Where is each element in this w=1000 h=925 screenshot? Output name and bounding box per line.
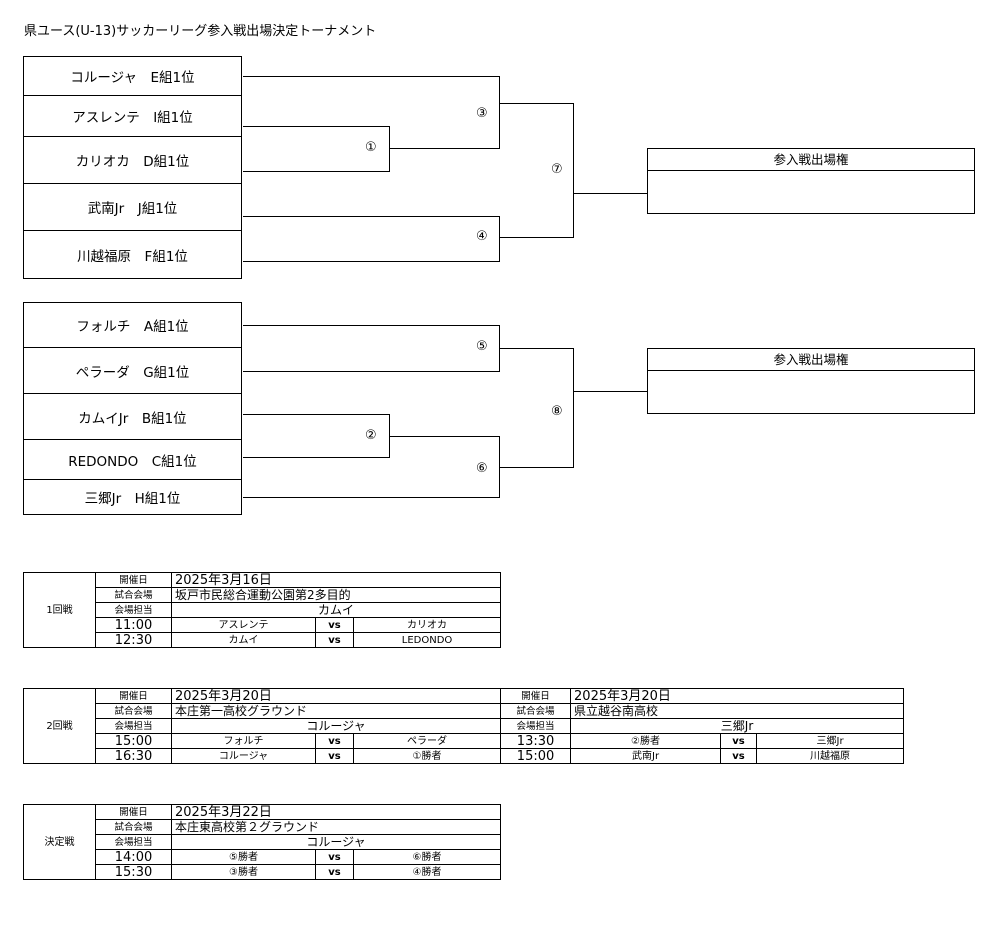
vs-label: vs bbox=[315, 864, 354, 880]
table-row: 14:00 ⑤勝者 vs ⑥勝者 bbox=[24, 849, 502, 865]
vs-label: vs bbox=[315, 733, 354, 749]
team-slot: 三郷Jr H組1位 bbox=[23, 480, 242, 515]
venue: 本庄第一高校グラウンド bbox=[170, 703, 502, 719]
vs-label: vs bbox=[720, 733, 758, 749]
match-number: ⑥ bbox=[476, 461, 488, 476]
page-title: 県ユース(U-13)サッカーリーグ参入戦出場決定トーナメント bbox=[24, 24, 377, 39]
home-team: カムイ bbox=[171, 632, 316, 648]
match-number: ⑤ bbox=[476, 339, 488, 354]
qualifier-slot: 参入戦出場権 bbox=[647, 148, 975, 214]
venue: 坂戸市民総合運動公園第2多目的 bbox=[170, 587, 502, 603]
vs-label: vs bbox=[315, 849, 354, 865]
qualifier-slot: 参入戦出場権 bbox=[647, 348, 975, 414]
match-date: 2025年3月22日 bbox=[170, 804, 502, 820]
round-label: 2回戦 bbox=[23, 688, 96, 764]
label-venue: 試合会場 bbox=[95, 819, 172, 835]
schedule-final: 決定戦 開催日 2025年3月22日 試合会場 本庄東高校第２グラウンド 会場担… bbox=[23, 804, 502, 880]
table-row: 12:30 カムイ vs LEDONDO bbox=[24, 632, 502, 648]
kickoff-time: 15:00 bbox=[500, 748, 572, 764]
match-number: ② bbox=[365, 428, 377, 443]
label-manager: 会場担当 bbox=[95, 602, 172, 618]
label-venue: 試合会場 bbox=[500, 703, 572, 719]
table-row: 16:30 コルージャ vs ①勝者 15:00 武南Jr vs 川越福原 bbox=[24, 748, 905, 764]
team-slot: カムイJr B組1位 bbox=[23, 394, 242, 440]
kickoff-time: 12:30 bbox=[95, 632, 172, 648]
vs-label: vs bbox=[315, 617, 354, 633]
match-number: ③ bbox=[476, 106, 488, 121]
match-date: 2025年3月16日 bbox=[170, 572, 502, 588]
label-date: 開催日 bbox=[95, 804, 172, 820]
label-manager: 会場担当 bbox=[95, 834, 172, 850]
venue-manager: カムイ bbox=[170, 602, 502, 618]
venue: 本庄東高校第２グラウンド bbox=[170, 819, 502, 835]
table-row: 15:00 フォルチ vs ペラーダ 13:30 ②勝者 vs 三郷Jr bbox=[24, 733, 905, 749]
away-team: ペラーダ bbox=[352, 733, 502, 749]
home-team: ⑤勝者 bbox=[171, 849, 316, 865]
kickoff-time: 13:30 bbox=[500, 733, 572, 749]
home-team: アスレンテ bbox=[171, 617, 316, 633]
team-slot: コルージャ E組1位 bbox=[23, 56, 242, 96]
team-slot: 武南Jr J組1位 bbox=[23, 184, 242, 231]
match-number: ① bbox=[365, 140, 377, 155]
qualifier-header: 参入戦出場権 bbox=[648, 349, 974, 371]
venue: 県立越谷南高校 bbox=[570, 703, 905, 719]
table-row: 15:30 ③勝者 vs ④勝者 bbox=[24, 864, 502, 880]
away-team: ⑥勝者 bbox=[352, 849, 502, 865]
match-date: 2025年3月20日 bbox=[570, 688, 905, 704]
vs-label: vs bbox=[720, 748, 758, 764]
away-team: ①勝者 bbox=[352, 748, 502, 764]
schedule-round1: 1回戦 開催日 2025年3月16日 試合会場 坂戸市民総合運動公園第2多目的 … bbox=[23, 572, 502, 648]
label-date: 開催日 bbox=[95, 688, 172, 704]
away-team: カリオカ bbox=[352, 617, 502, 633]
round-label: 1回戦 bbox=[23, 572, 96, 648]
away-team: LEDONDO bbox=[352, 632, 502, 648]
label-venue: 試合会場 bbox=[95, 587, 172, 603]
label-date: 開催日 bbox=[95, 572, 172, 588]
vs-label: vs bbox=[315, 748, 354, 764]
team-slot: 川越福原 F組1位 bbox=[23, 231, 242, 279]
match-date: 2025年3月20日 bbox=[170, 688, 502, 704]
kickoff-time: 15:30 bbox=[95, 864, 172, 880]
home-team: コルージャ bbox=[171, 748, 316, 764]
home-team: 武南Jr bbox=[570, 748, 722, 764]
team-slot: アスレンテ I組1位 bbox=[23, 96, 242, 137]
team-slot: REDONDO C組1位 bbox=[23, 440, 242, 480]
label-date: 開催日 bbox=[500, 688, 572, 704]
kickoff-time: 14:00 bbox=[95, 849, 172, 865]
away-team: ④勝者 bbox=[352, 864, 502, 880]
venue-manager: 三郷Jr bbox=[570, 718, 905, 734]
home-team: ②勝者 bbox=[570, 733, 722, 749]
home-team: ③勝者 bbox=[171, 864, 316, 880]
match-number: ⑦ bbox=[551, 162, 563, 177]
away-team: 川越福原 bbox=[756, 748, 905, 764]
venue-manager: コルージャ bbox=[170, 834, 502, 850]
away-team: 三郷Jr bbox=[756, 733, 905, 749]
match-number: ④ bbox=[476, 229, 488, 244]
kickoff-time: 16:30 bbox=[95, 748, 172, 764]
qualifier-header: 参入戦出場権 bbox=[648, 149, 974, 171]
home-team: フォルチ bbox=[171, 733, 316, 749]
team-slot: カリオカ D組1位 bbox=[23, 137, 242, 184]
kickoff-time: 11:00 bbox=[95, 617, 172, 633]
round-label: 決定戦 bbox=[23, 804, 96, 880]
venue-manager: コルージャ bbox=[170, 718, 502, 734]
vs-label: vs bbox=[315, 632, 354, 648]
label-manager: 会場担当 bbox=[500, 718, 572, 734]
kickoff-time: 15:00 bbox=[95, 733, 172, 749]
table-row: 11:00 アスレンテ vs カリオカ bbox=[24, 617, 502, 633]
label-manager: 会場担当 bbox=[95, 718, 172, 734]
schedule-round2: 2回戦 開催日 2025年3月20日 開催日 2025年3月20日 試合会場 本… bbox=[23, 688, 905, 764]
team-slot: フォルチ A組1位 bbox=[23, 302, 242, 348]
label-venue: 試合会場 bbox=[95, 703, 172, 719]
match-number: ⑧ bbox=[551, 404, 563, 419]
team-slot: ペラーダ G組1位 bbox=[23, 348, 242, 394]
